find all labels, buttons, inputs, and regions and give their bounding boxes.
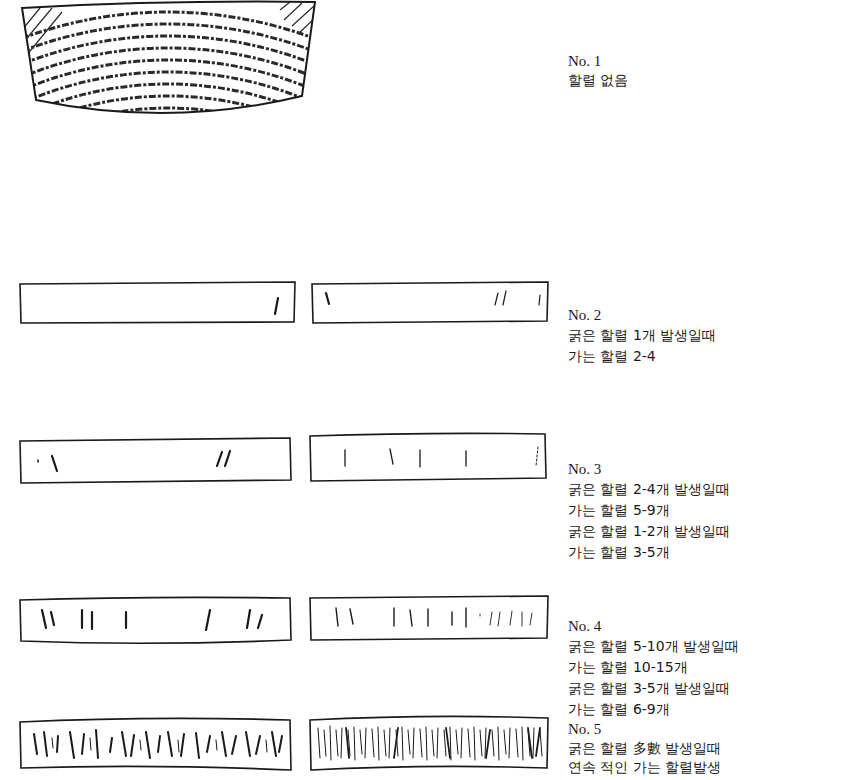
grade-description: 가는 할렬 6-9개 xyxy=(568,700,670,718)
board-outline xyxy=(22,2,315,113)
board-outlines xyxy=(20,282,548,770)
grade-description: 가는 할렬 3-5개 xyxy=(568,543,670,561)
grade-description: 굵은 할렬 1-2개 발생일때 xyxy=(568,522,730,540)
grade-description: 굵은 할렬 3-5개 발생일때 xyxy=(568,679,730,697)
grade-description: 가는 할렬 10-15개 xyxy=(568,658,688,676)
grade-number: No. 4 xyxy=(568,617,601,635)
grade-number: No. 2 xyxy=(568,306,601,324)
grade-description: 가는 할렬 2-4 xyxy=(568,347,656,365)
grade-description: 굵은 할렬 多數 발생일때 xyxy=(568,739,721,757)
grade-number: No. 5 xyxy=(568,720,601,738)
grade-description: 굵은 할렬 2-4개 발생일때 xyxy=(568,480,730,498)
check-marks xyxy=(34,291,542,760)
grade-description: 가는 할렬 5-9개 xyxy=(568,501,670,519)
grade-number: No. 1 xyxy=(568,52,601,70)
grade-description: 연속 적인 가는 할렬발생 xyxy=(568,758,721,776)
grade-description: 굵은 할렬 5-10개 발생일때 xyxy=(568,637,739,655)
grade-description: 굵은 할렬 1개 발생일때 xyxy=(568,326,716,344)
growth-rings xyxy=(0,2,586,780)
grade-number: No. 3 xyxy=(568,460,601,478)
grade-description: 할렬 없음 xyxy=(568,71,628,89)
